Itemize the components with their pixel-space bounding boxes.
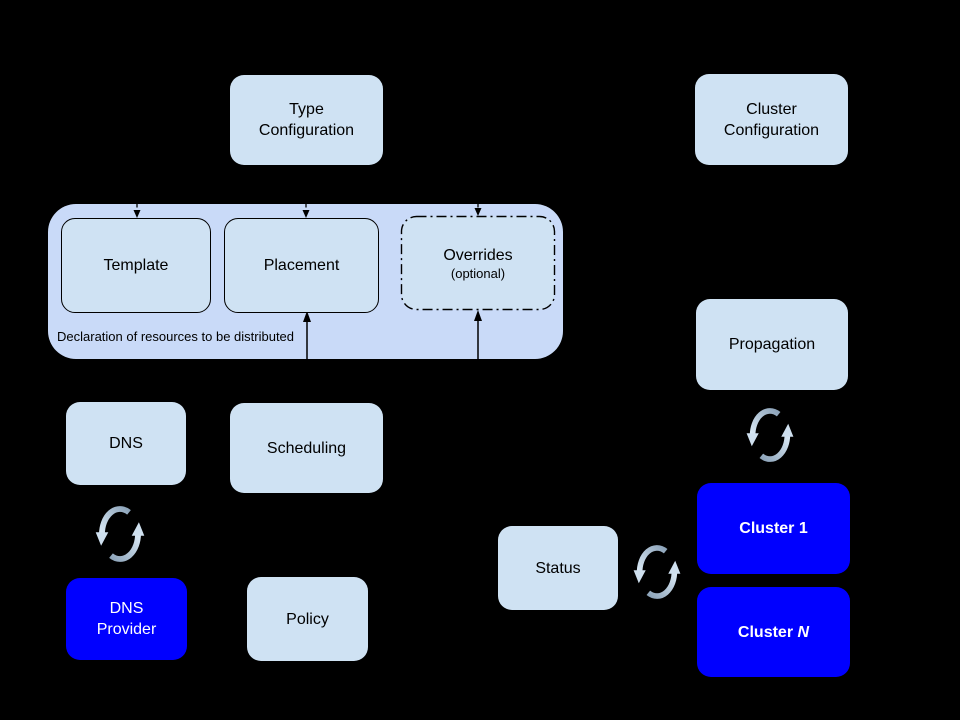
- node-label-line: DNS: [109, 600, 144, 617]
- node-label: DNS: [109, 435, 143, 452]
- node-label-line: Type: [289, 101, 324, 118]
- scheduling-node: Scheduling: [230, 403, 383, 493]
- placement-node: Placement: [224, 218, 379, 313]
- propagation-node: Propagation: [696, 299, 848, 390]
- node-sublabel: (optional): [450, 265, 506, 281]
- cluster-n-italic-n: N: [797, 623, 810, 641]
- node-label-line: Cluster: [746, 100, 797, 118]
- group-caption: Declaration of resources to be distribut…: [57, 329, 295, 344]
- sync-arrows-icon: [747, 411, 794, 459]
- node-label: Propagation: [728, 336, 816, 353]
- cluster-n-node: Cluster N: [697, 587, 850, 677]
- cluster-n-prefix: Cluster: [737, 623, 798, 641]
- type-configuration-node: Type Configuration: [230, 75, 383, 165]
- node-label: Template: [103, 257, 169, 274]
- overrides-node: Overrides (optional): [401, 216, 555, 310]
- node-label-line: Configuration: [258, 122, 355, 139]
- dns-provider-node: DNS Provider: [66, 578, 187, 660]
- node-label: Policy: [286, 610, 329, 628]
- node-label: Scheduling: [266, 439, 347, 457]
- node-label: Placement: [263, 257, 340, 274]
- status-node: Status: [498, 526, 618, 610]
- cluster-configuration-node: Cluster Configuration: [695, 74, 848, 165]
- template-node: Template: [61, 218, 211, 313]
- sync-arrows-icon: [634, 548, 681, 596]
- policy-node: Policy: [247, 577, 368, 661]
- node-label-line: Provider: [96, 621, 157, 638]
- node-label: Cluster 1: [739, 520, 808, 537]
- sync-arrows-icon: [96, 509, 145, 559]
- cluster-1-node: Cluster 1: [697, 483, 850, 574]
- node-label: Status: [535, 559, 581, 577]
- node-label: Cluster N: [738, 622, 809, 643]
- dns-node: DNS: [66, 402, 186, 485]
- node-label-line: Configuration: [723, 121, 820, 139]
- node-label: Overrides: [443, 246, 513, 264]
